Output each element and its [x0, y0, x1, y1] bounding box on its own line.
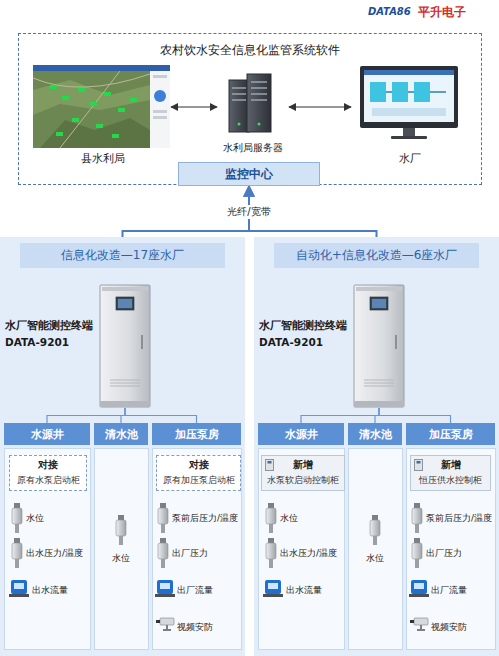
- sensor-icon: [12, 538, 22, 568]
- node-text: 自动化+信息化改造—6座水厂: [274, 243, 479, 268]
- flowmeter-icon: [263, 580, 283, 597]
- station-header: 水源井: [258, 423, 344, 445]
- node-text: 对接: [189, 459, 209, 472]
- connector-line: [301, 408, 379, 423]
- node-text: 加压泵房: [175, 427, 219, 442]
- node-text: DATA-9201: [259, 336, 323, 348]
- sensor-icon: [266, 503, 276, 533]
- connector-line: [289, 106, 351, 107]
- sensor-icon: [370, 515, 380, 545]
- node-text: 清水池: [359, 427, 392, 442]
- node-text: 水利局服务器: [223, 141, 283, 155]
- map-screenshot: [33, 65, 170, 148]
- sensor-icon: [412, 538, 422, 568]
- terminal-unit: 水厂智能测控终端 DATA-9201: [259, 283, 409, 408]
- cabinet-icon: [354, 285, 404, 407]
- node-text: 新增: [441, 459, 461, 472]
- sensor-label: 出厂流量: [431, 584, 467, 597]
- sensor-label: 视频安防: [177, 621, 213, 634]
- camera-icon: [156, 618, 174, 631]
- water-plant-pc: 水厂: [351, 66, 469, 166]
- node-text: 水厂: [399, 151, 421, 166]
- sensor-label: 水位: [366, 552, 384, 565]
- camera-icon: [410, 618, 428, 631]
- existing-cabinet-box: 对接原有加压泵启动柜: [156, 455, 241, 491]
- station-header: 加压泵房: [152, 423, 241, 445]
- sensor-label: 水位: [112, 552, 130, 565]
- node-text: 对接: [38, 459, 58, 472]
- node-text: 新增: [293, 459, 313, 472]
- new-cabinet-box: 新增恒压供水控制柜: [410, 455, 491, 491]
- node-text: 水源井: [31, 427, 64, 442]
- sensor-icon: [12, 503, 22, 533]
- sensor-label: 出厂压力: [426, 547, 462, 560]
- server-icon: [229, 74, 271, 132]
- node-text: 信息化改造—17座水厂: [20, 243, 225, 268]
- column-ground: [5, 449, 496, 650]
- flowmeter-icon: [9, 580, 29, 597]
- node-text: 恒压供水控制柜: [419, 474, 482, 487]
- connector-line: [379, 408, 451, 423]
- sensor-label: 出厂流量: [177, 584, 213, 597]
- node-text: 水泵软启动控制柜: [267, 474, 339, 487]
- connector-line: [171, 106, 217, 107]
- flowmeter-icon: [409, 580, 429, 597]
- cabinet-mini-icon: [414, 459, 423, 471]
- sensor-label: 出水压力/温度: [26, 547, 83, 560]
- terminal-unit: 水厂智能测控终端 DATA-9201: [5, 283, 155, 408]
- node-text: 水源井: [285, 427, 318, 442]
- sensor-label: 泵前后压力/温度: [426, 512, 492, 525]
- sensor-label: 出厂压力: [172, 547, 208, 560]
- edge-label: 光纤/宽带: [224, 205, 273, 219]
- sensor-label: 出水流量: [286, 584, 322, 597]
- logo-text: 平升电子: [418, 4, 466, 21]
- station-header: 水源井: [4, 423, 90, 445]
- sensor-icon: [158, 538, 168, 568]
- connector-line: [47, 408, 125, 423]
- sensor-label: 出水压力/温度: [280, 547, 337, 560]
- node-text: 水厂智能测控终端: [259, 319, 347, 333]
- node-text: 农村饮水安全信息化监管系统软件: [160, 43, 340, 58]
- node-text: 原有加压泵启动柜: [163, 474, 235, 487]
- cabinet-mini-icon: [265, 459, 274, 471]
- sensor-label: 视频安防: [431, 621, 467, 634]
- sensor-icon: [116, 515, 126, 545]
- node-text: 清水池: [105, 427, 138, 442]
- node-text: 原有水泵启动柜: [17, 474, 80, 487]
- node-text: 水厂智能测控终端: [5, 319, 93, 333]
- sensor-label: 泵前后压力/温度: [172, 512, 238, 525]
- node-text: DATA-9201: [5, 336, 69, 348]
- county-bureau: 县水利局: [34, 66, 171, 166]
- panel-ground: [0, 237, 499, 656]
- sensor-icon: [412, 503, 422, 533]
- node-text: 加压泵房: [429, 427, 473, 442]
- sensor-icon: [158, 503, 168, 533]
- connector-line: [125, 408, 197, 423]
- monitor-center: 监控中心: [178, 162, 320, 186]
- cabinet-icon: [100, 285, 150, 407]
- node-text: 县水利局: [81, 151, 125, 166]
- station-header: 清水池: [348, 423, 402, 445]
- bureau-server: 水利局服务器: [217, 73, 289, 155]
- node-text: 监控中心: [225, 166, 273, 183]
- sensor-label: 出水流量: [32, 584, 68, 597]
- new-cabinet-box: 新增水泵软启动控制柜: [261, 455, 345, 491]
- sensor-icon: [266, 538, 276, 568]
- station-header: 加压泵房: [406, 423, 495, 445]
- sensor-label: 水位: [280, 512, 298, 525]
- flowmeter-icon: [155, 580, 175, 597]
- monitor-icon: [360, 66, 458, 139]
- station-header: 清水池: [94, 423, 148, 445]
- existing-cabinet-box: 对接原有水泵启动柜: [9, 455, 87, 491]
- logo-text: DATA86: [368, 6, 411, 17]
- sensor-label: 水位: [26, 512, 44, 525]
